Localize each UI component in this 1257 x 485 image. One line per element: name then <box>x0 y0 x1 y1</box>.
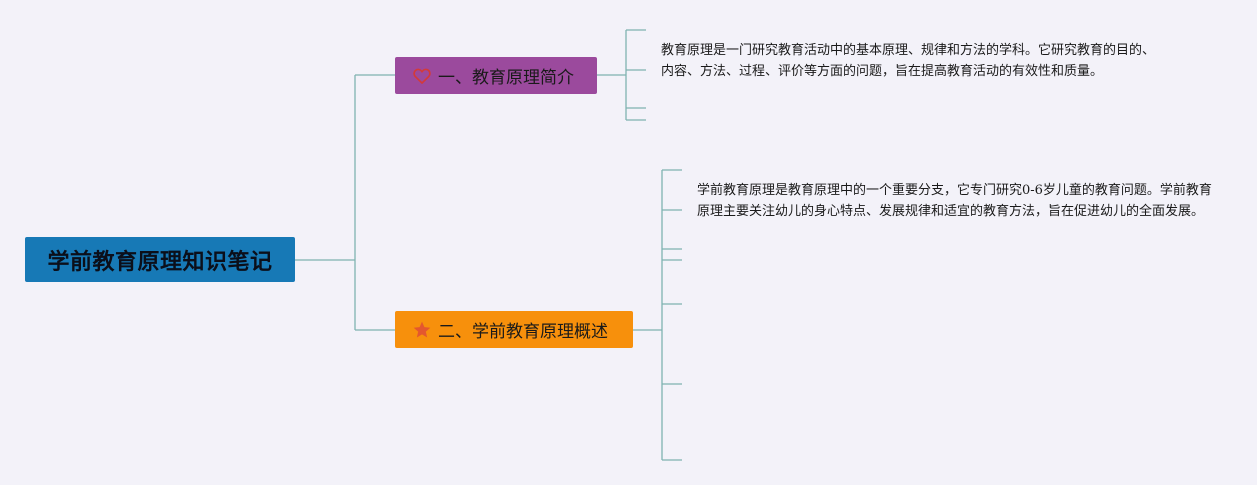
root-label: 学前教育原理知识笔记 <box>47 249 273 275</box>
note-overview: 学前教育原理是教育原理中的一个重要分支，它专门研究0-6岁儿童的教育问题。学前教… <box>697 183 1212 219</box>
branch-label-overview: 二、学前教育原理概述 <box>438 322 608 342</box>
heart-outline-icon <box>412 66 432 86</box>
branch-node-intro[interactable]: 一、教育原理简介 <box>395 57 597 94</box>
root-node[interactable]: 学前教育原理知识笔记 <box>25 237 295 282</box>
branch-label-intro: 一、教育原理简介 <box>438 68 574 88</box>
note-intro: 教育原理是一门研究教育活动中的基本原理、规律和方法的学科。它研究教育的目的、内容… <box>661 43 1156 79</box>
star-icon <box>412 320 432 340</box>
branch-node-overview[interactable]: 二、学前教育原理概述 <box>395 311 633 348</box>
